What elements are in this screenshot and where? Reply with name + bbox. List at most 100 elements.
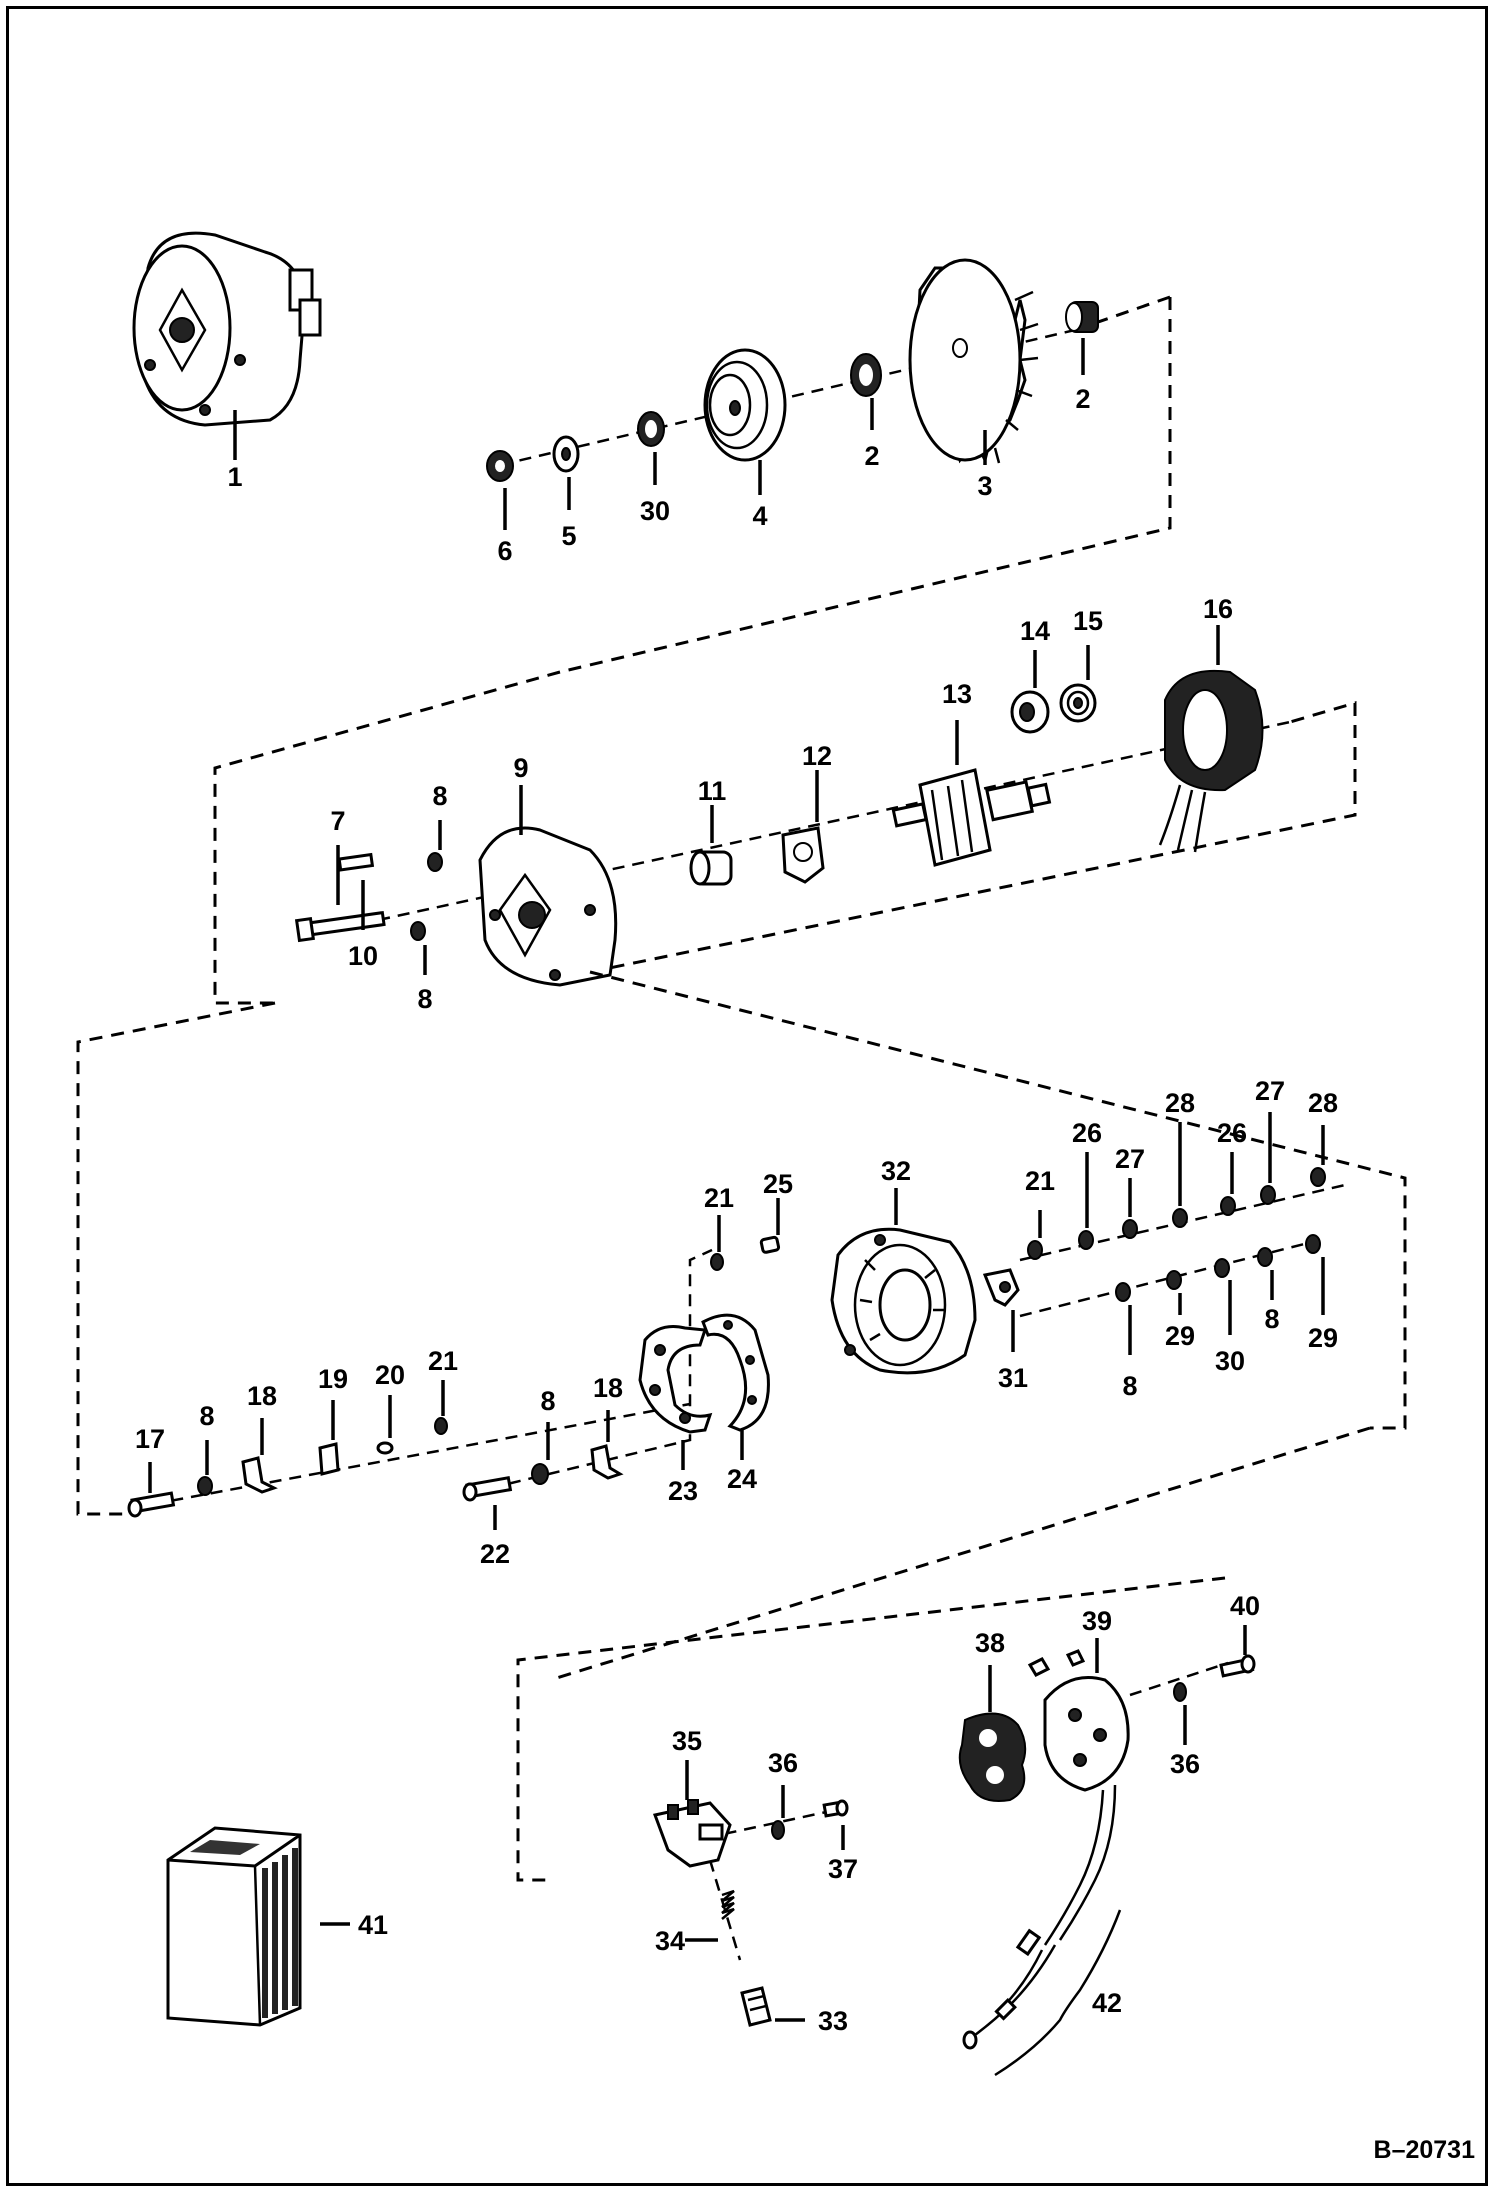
label-26a: 26 xyxy=(1072,1118,1102,1148)
label-8d: 8 xyxy=(540,1386,555,1416)
label-29b: 29 xyxy=(1308,1323,1338,1353)
brush-holder[interactable] xyxy=(652,1799,732,1868)
nut-21b[interactable] xyxy=(710,1253,724,1271)
nut-21a[interactable] xyxy=(434,1417,448,1435)
washer-8b[interactable] xyxy=(410,921,426,941)
washer-29b[interactable] xyxy=(1305,1234,1321,1254)
label-38: 38 xyxy=(975,1628,1005,1658)
label-13: 13 xyxy=(942,679,972,709)
label-30a: 30 xyxy=(640,496,670,526)
label-42: 42 xyxy=(1092,1988,1122,2018)
washer-8d[interactable] xyxy=(531,1463,549,1485)
label-21a: 21 xyxy=(428,1346,458,1376)
label-11: 11 xyxy=(698,776,727,806)
cooling-fan[interactable] xyxy=(908,258,1039,465)
drive-end-housing[interactable] xyxy=(478,826,618,987)
pulley-nut[interactable] xyxy=(486,450,514,482)
screw-17[interactable] xyxy=(127,1491,176,1518)
terminal-clip-b[interactable] xyxy=(590,1444,624,1480)
label-9: 9 xyxy=(513,753,528,783)
through-bolt-long[interactable] xyxy=(294,910,386,943)
washer-8a[interactable] xyxy=(427,852,443,872)
label-8f: 8 xyxy=(1264,1304,1279,1334)
washer-28a[interactable] xyxy=(1172,1208,1188,1228)
washer-36a[interactable] xyxy=(771,1820,785,1840)
label-21c: 21 xyxy=(1025,1166,1055,1196)
washer-29a[interactable] xyxy=(1166,1270,1182,1290)
drive-pulley[interactable] xyxy=(703,348,787,462)
output-terminal-post[interactable] xyxy=(982,1268,1020,1307)
group-1-outline xyxy=(559,295,1172,674)
spacer-ring[interactable] xyxy=(637,411,665,447)
label-34: 34 xyxy=(655,1926,685,1956)
label-4: 4 xyxy=(752,501,767,531)
slip-ring-bushing[interactable] xyxy=(1059,683,1097,723)
label-37: 37 xyxy=(828,1854,858,1884)
label-19: 19 xyxy=(318,1364,348,1394)
nut-21c[interactable] xyxy=(1027,1240,1043,1260)
heat-sink-negative[interactable] xyxy=(701,1313,770,1432)
label-2b: 2 xyxy=(1075,384,1090,414)
washer-27b[interactable] xyxy=(1260,1185,1276,1205)
spacer-30b[interactable] xyxy=(1214,1258,1230,1278)
label-28b: 28 xyxy=(1308,1088,1338,1118)
alternator-assembly[interactable] xyxy=(132,231,322,427)
label-40: 40 xyxy=(1230,1591,1260,1621)
label-28a: 28 xyxy=(1165,1088,1195,1118)
screw-37[interactable] xyxy=(822,1799,849,1818)
label-21b: 21 xyxy=(704,1183,734,1213)
terminal-bracket[interactable] xyxy=(318,1442,340,1476)
label-24: 24 xyxy=(727,1464,757,1494)
washer-8e[interactable] xyxy=(1115,1282,1131,1302)
service-kit-box[interactable] xyxy=(166,1826,302,2027)
spacer-sleeve-front[interactable] xyxy=(850,353,882,397)
group-4-outline xyxy=(516,1576,1226,1882)
label-27a: 27 xyxy=(1115,1144,1145,1174)
wiring-harness[interactable] xyxy=(962,1909,1122,2077)
label-8e: 8 xyxy=(1122,1371,1137,1401)
washer-8c[interactable] xyxy=(197,1476,213,1496)
label-18a: 18 xyxy=(247,1381,277,1411)
label-17: 17 xyxy=(135,1424,165,1454)
washer-27a[interactable] xyxy=(1122,1219,1138,1239)
brush-spring[interactable] xyxy=(721,1889,735,1920)
through-bolt-short[interactable] xyxy=(337,852,375,872)
lock-washer[interactable] xyxy=(552,435,580,473)
label-27b: 27 xyxy=(1255,1076,1285,1106)
insulating-sleeve[interactable] xyxy=(759,1235,781,1254)
regulator-gasket[interactable] xyxy=(958,1712,1027,1802)
label-20: 20 xyxy=(375,1360,405,1390)
washer-8f[interactable] xyxy=(1257,1247,1273,1267)
washer-36b[interactable] xyxy=(1173,1682,1187,1702)
carbon-brush[interactable] xyxy=(740,1986,772,2027)
spacer-sleeve-rear[interactable] xyxy=(1065,301,1099,333)
label-33: 33 xyxy=(818,2006,848,2036)
label-22: 22 xyxy=(480,1539,510,1569)
stator-winding[interactable] xyxy=(1158,669,1264,853)
rotor-assembly[interactable] xyxy=(891,768,1052,867)
washer-26b[interactable] xyxy=(1220,1196,1236,1216)
insulator-bushing[interactable] xyxy=(376,1441,394,1455)
label-7: 7 xyxy=(330,806,345,836)
label-6: 6 xyxy=(497,536,512,566)
slip-ring-end-housing[interactable] xyxy=(830,1227,977,1375)
heat-sink-positive[interactable] xyxy=(638,1325,713,1434)
label-35: 35 xyxy=(672,1726,702,1756)
slip-ring-bearing[interactable] xyxy=(1010,690,1050,734)
washer-28b[interactable] xyxy=(1310,1167,1326,1187)
bearing-retainer-plate[interactable] xyxy=(781,826,825,884)
label-2a: 2 xyxy=(864,441,879,471)
screw-22[interactable] xyxy=(462,1476,513,1502)
terminal-clip-a[interactable] xyxy=(241,1456,278,1494)
voltage-regulator[interactable] xyxy=(1027,1649,1130,1946)
label-8a: 8 xyxy=(432,781,447,811)
label-1: 1 xyxy=(227,462,242,492)
drawing-frame xyxy=(6,6,1488,2186)
drive-end-bearing[interactable] xyxy=(689,850,733,886)
group-3-axis-upper xyxy=(1019,1183,1346,1318)
regulator-screw[interactable] xyxy=(1219,1654,1256,1678)
label-23: 23 xyxy=(668,1476,698,1506)
group-2-axis xyxy=(299,720,1291,939)
washer-26a[interactable] xyxy=(1078,1230,1094,1250)
label-15: 15 xyxy=(1073,606,1103,636)
